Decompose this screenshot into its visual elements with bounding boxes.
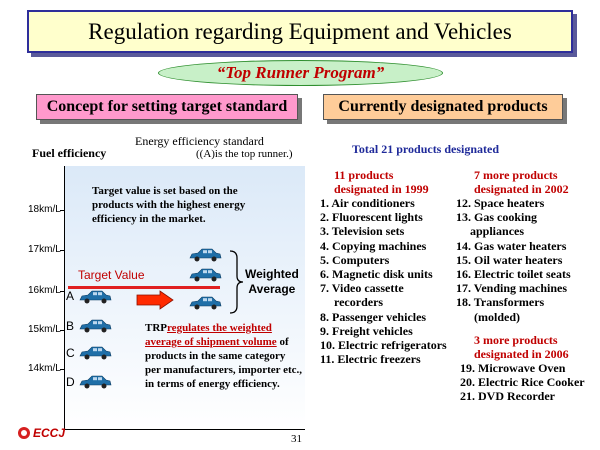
y-tick-label: 17km/L (28, 244, 61, 255)
list-item: 13. Gas cooking (456, 210, 538, 225)
y-tick-mark (60, 250, 65, 251)
y-tick-label: 15km/L (28, 324, 61, 335)
rank-label-a: A (66, 289, 75, 303)
list-item: 5. Computers (320, 252, 390, 267)
list-item: 12. Space heaters (456, 196, 545, 210)
list-item: 19. Microwave Oven (460, 361, 566, 375)
page-number: 31 (291, 433, 302, 445)
group3-heading-line2: designated in 2006 (474, 347, 569, 361)
y-tick-mark (60, 210, 65, 211)
brace-icon (228, 250, 244, 319)
target-value-note: Target value is set based on the product… (92, 185, 246, 225)
logo-text: ECCJ (33, 426, 66, 440)
program-name-oval: “Top Runner Program” (158, 60, 443, 86)
arrow-right-icon (136, 290, 174, 310)
group1-list: 1. Air conditioners 2. Fluorescent light… (320, 196, 447, 366)
car-icon (188, 268, 222, 282)
concept-heading: Concept for setting target standard (36, 94, 298, 120)
rank-label-c: C (66, 346, 75, 360)
list-item: 11. Electric freezers (320, 352, 421, 367)
group1-heading-line2: designated in 1999 (334, 182, 429, 196)
list-item: appliances (470, 224, 525, 239)
weighted-label-line2: Average (248, 282, 296, 296)
eccj-logo: ECCJ (18, 426, 65, 440)
list-item: 10. Electric refrigerators (320, 338, 447, 353)
car-icon (78, 375, 112, 389)
weighted-average-label: Weighted Average (245, 267, 299, 297)
list-item: 4. Copying machines (320, 238, 427, 253)
weighted-label-line1: Weighted (245, 267, 299, 281)
group2-list: 12. Space heaters 13. Gas cooking applia… (456, 196, 571, 324)
list-item: 20. Electric Rice Cooker (460, 375, 585, 390)
group3-heading: 3 more products designated in 2006 (474, 333, 569, 361)
standard-label: Energy efficiency standard (135, 134, 264, 148)
products-heading: Currently designated products (323, 94, 563, 120)
list-item: 8. Passenger vehicles (320, 309, 427, 324)
list-item: 16. Electric toilet seats (456, 267, 571, 282)
list-item: (molded) (474, 309, 520, 324)
car-icon (188, 248, 222, 262)
y-axis-label: Fuel efficiency (32, 146, 107, 160)
trp-highlight: regulates the weighted average of shipme… (145, 322, 277, 348)
list-item: 14. Gas water heaters (456, 238, 567, 253)
list-item: 2. Fluorescent lights (320, 210, 423, 225)
logo-mark-icon (18, 427, 30, 439)
car-icon (78, 319, 112, 333)
trp-note: TRPregulates the weighted average of shi… (145, 321, 303, 391)
target-value-line (68, 286, 220, 289)
list-item: 21. DVD Recorder (460, 389, 555, 404)
y-tick-label: 14km/L (28, 363, 61, 374)
standard-sublabel: ((A)is the top runner.) (196, 148, 293, 160)
list-item: 17. Vending machines (456, 281, 568, 296)
group3-list: 19. Microwave Oven 20. Electric Rice Coo… (460, 361, 585, 404)
group2-heading-line2: designated in 2002 (474, 182, 569, 196)
car-icon (78, 346, 112, 360)
target-value-label: Target Value (78, 268, 145, 282)
list-item: 18. Transformers (456, 295, 545, 310)
y-tick-label: 18km/L (28, 204, 61, 215)
car-icon (188, 296, 222, 310)
group1-heading-line1: 11 products (334, 168, 394, 182)
trp-rest: of products in the same category per man… (145, 336, 303, 390)
list-item: 9. Freight vehicles (320, 323, 413, 338)
car-icon (78, 290, 112, 304)
y-tick-mark (60, 291, 65, 292)
list-item: 6. Magnetic disk units (320, 267, 433, 282)
slide-title: Regulation regarding Equipment and Vehic… (27, 10, 573, 53)
group1-heading: 11 products designated in 1999 (334, 168, 429, 196)
list-item: 1. Air conditioners (320, 196, 415, 210)
list-item: recorders (334, 295, 384, 310)
group2-heading: 7 more products designated in 2002 (474, 168, 569, 196)
list-item: 3. Television sets (320, 224, 405, 239)
y-tick-label: 16km/L (28, 285, 61, 296)
y-tick-mark (60, 330, 65, 331)
list-item: 15. Oil water heaters (456, 252, 563, 267)
rank-label-d: D (66, 375, 75, 389)
total-products-label: Total 21 products designated (352, 142, 500, 156)
group3-heading-line1: 3 more products (474, 333, 558, 347)
y-tick-mark (60, 369, 65, 370)
rank-label-b: B (66, 319, 75, 333)
trp-prefix: TRP (145, 322, 167, 334)
group2-heading-line1: 7 more products (474, 168, 558, 182)
list-item: 7. Video cassette (320, 281, 404, 296)
